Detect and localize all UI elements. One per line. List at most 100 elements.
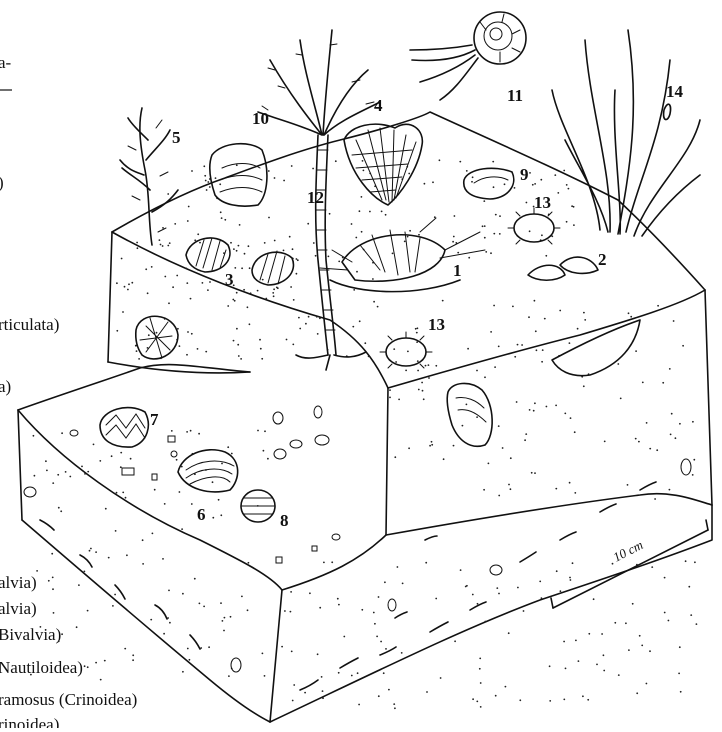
stipple-dot	[635, 438, 637, 440]
stipple-dot	[529, 230, 531, 232]
stipple-dot	[642, 382, 644, 384]
stipple-dot	[52, 588, 54, 590]
stipple-dot	[298, 317, 300, 319]
stipple-dot	[664, 612, 666, 614]
stipple-dot	[498, 425, 500, 427]
stipple-dot	[198, 433, 200, 435]
stipple-dot	[514, 187, 516, 189]
stipple-dot	[417, 370, 419, 372]
stipple-dot	[573, 224, 575, 226]
stipple-dot	[479, 658, 481, 660]
stipple-dot	[224, 617, 226, 619]
stipple-dot	[248, 245, 250, 247]
stipple-dot	[534, 472, 536, 474]
stipple-dot	[664, 577, 666, 579]
stipple-dot	[215, 177, 217, 179]
stipple-dot	[81, 466, 83, 468]
stipple-dot	[690, 614, 692, 616]
legend-line-4: a)	[0, 377, 11, 396]
callout-13-top: 13	[534, 193, 551, 212]
stipple-dot	[628, 312, 630, 314]
stipple-dot	[452, 241, 454, 243]
stipple-dot	[673, 320, 675, 322]
stipple-dot	[638, 441, 640, 443]
stipple-dot	[393, 348, 395, 350]
stipple-dot	[46, 470, 48, 472]
stipple-dot	[151, 266, 153, 268]
stipple-dot	[377, 306, 379, 308]
stipple-dot	[130, 458, 132, 460]
stipple-dot	[136, 242, 138, 244]
stipple-dot	[241, 596, 243, 598]
stipple-dot	[443, 458, 445, 460]
stipple-dot	[292, 700, 294, 702]
stipple-dot	[114, 594, 116, 596]
stipple-dot	[84, 473, 86, 475]
stipple-dot	[384, 581, 386, 583]
stipple-dot	[649, 448, 651, 450]
stipple-dot	[484, 237, 486, 239]
upper-front-corner	[386, 388, 388, 535]
stipple-dot	[264, 430, 266, 432]
stipple-dot	[283, 180, 285, 182]
stipple-dot	[545, 255, 547, 257]
stipple-dot	[284, 610, 286, 612]
stipple-dot	[696, 623, 698, 625]
callout-4: 4	[374, 96, 383, 115]
stipple-dot	[51, 553, 53, 555]
stipple-dot	[514, 356, 516, 358]
stipple-dot	[227, 305, 229, 307]
stipple-dot	[132, 659, 134, 661]
stipple-dot	[517, 587, 519, 589]
stipple-dot	[90, 548, 92, 550]
stipple-dot	[208, 646, 210, 648]
stipple-dot	[453, 236, 455, 238]
stipple-dot	[361, 196, 363, 198]
stipple-dot	[641, 645, 643, 647]
stipple-dot	[692, 421, 694, 423]
stipple-dot	[417, 327, 419, 329]
stipple-dot	[574, 431, 576, 433]
stipple-dot	[268, 170, 270, 172]
stipple-dot	[439, 159, 441, 161]
stipple-dot	[429, 445, 431, 447]
stipple-dot	[204, 175, 206, 177]
stipple-dot	[120, 452, 122, 454]
stipple-dot	[374, 623, 376, 625]
stipple-dot	[508, 484, 510, 486]
stipple-dot	[121, 258, 123, 260]
stipple-dot	[257, 290, 259, 292]
stipple-dot	[87, 610, 89, 612]
stipple-dot	[87, 471, 89, 473]
stipple-dot	[230, 616, 232, 618]
stipple-dot	[601, 633, 603, 635]
stipple-dot	[484, 225, 486, 227]
stipple-dot	[467, 348, 469, 350]
stipple-dot	[358, 704, 360, 706]
stipple-dot	[181, 466, 183, 468]
stipple-dot	[69, 476, 71, 478]
stipple-dot	[394, 707, 396, 709]
stipple-dot	[569, 577, 571, 579]
stipple-dot	[122, 311, 124, 313]
stipple-dot	[250, 292, 252, 294]
stipple-dot	[685, 560, 687, 562]
stipple-dot	[603, 654, 605, 656]
stipple-dot	[693, 459, 695, 461]
stipple-dot	[164, 276, 166, 278]
shell-fragments	[40, 482, 656, 690]
stipple-dot	[191, 333, 193, 335]
stipple-dot	[233, 340, 235, 342]
stipple-dot	[89, 550, 91, 552]
stipple-dot	[389, 389, 391, 391]
stipple-dot	[454, 215, 456, 217]
stipple-dot	[559, 310, 561, 312]
stipple-dot	[479, 668, 481, 670]
stipple-dot	[321, 676, 323, 678]
stipple-dot	[422, 390, 424, 392]
stipple-dot	[554, 174, 556, 176]
stipple-dot	[495, 214, 497, 216]
stipple-dot	[265, 298, 267, 300]
stipple-dot	[472, 176, 474, 178]
stipple-dot	[236, 292, 238, 294]
